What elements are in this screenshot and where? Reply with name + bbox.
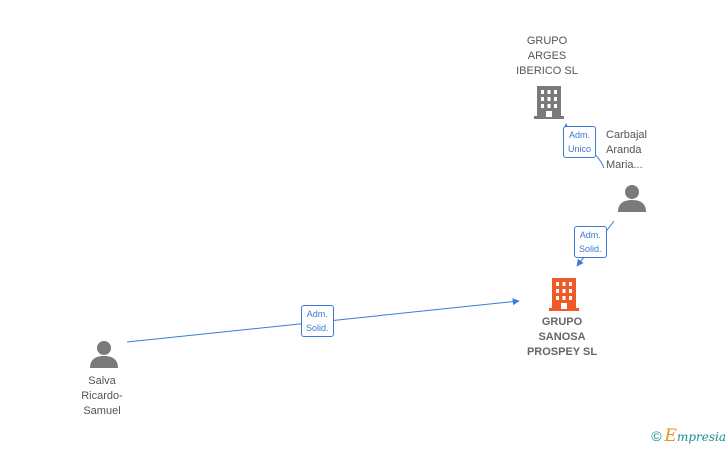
brand-logo-initial: E [664,426,677,446]
edge-label-adm-unico[interactable]: Adm. Unico [563,126,597,158]
building-icon[interactable] [533,84,565,120]
node-label-grupo-arges: GRUPO ARGES IBERICO SL [516,35,578,77]
edge-label-adm-solid-carbajal[interactable]: Adm. Solid. [574,226,607,258]
node-label-salva: Salva Ricardo- Samuel [81,375,123,417]
person-icon[interactable] [617,183,647,213]
copyright-icon: © [651,428,662,444]
edge-label-adm-solid-salva[interactable]: Adm. Solid. [301,305,334,337]
brand-footer[interactable]: ©Empresia [651,426,726,446]
building-main-icon[interactable] [547,276,581,312]
person-icon[interactable] [89,339,119,369]
node-label-grupo-sanosa: GRUPO SANOSA PROSPEY SL [526,316,598,358]
brand-logo-text: mpresia [676,430,726,444]
node-label-carbajal: Carbajal Aranda Maria... [606,129,647,171]
